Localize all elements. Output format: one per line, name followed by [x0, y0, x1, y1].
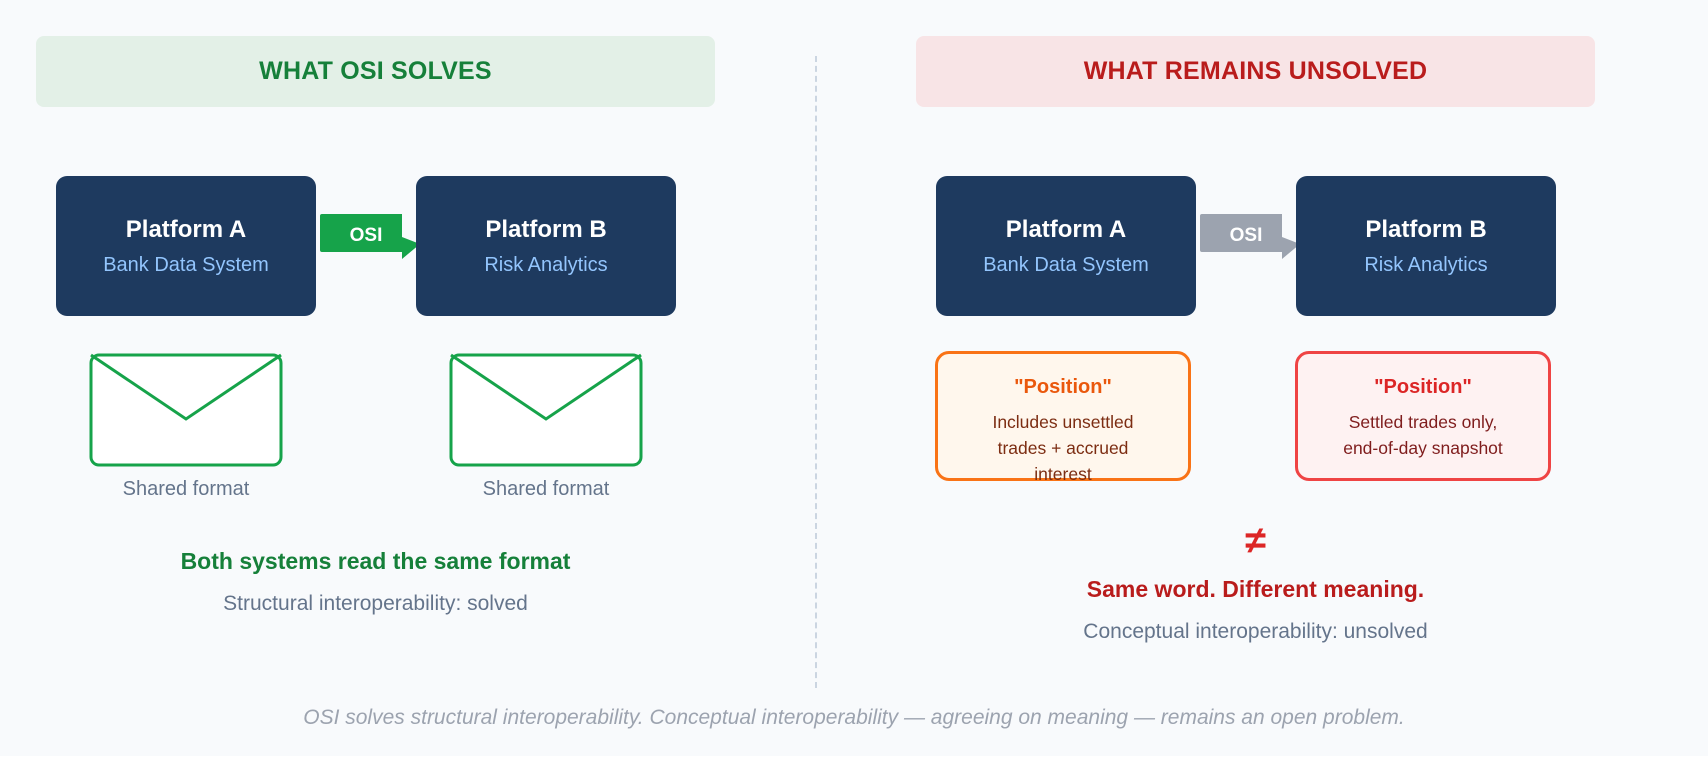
- left-platform-a-subtitle: Bank Data System: [103, 253, 269, 276]
- panel-divider: [815, 56, 817, 688]
- envelope-b-icon: [449, 353, 643, 467]
- solved-header: WHAT OSI SOLVES: [36, 36, 715, 107]
- footer-note: OSI solves structural interoperability. …: [303, 706, 1405, 729]
- right-platform-b-subtitle: Risk Analytics: [1364, 253, 1488, 276]
- right-platform-b-box: Platform B Risk Analytics: [1296, 176, 1556, 316]
- left-platform-a-box: Platform A Bank Data System: [56, 176, 316, 316]
- definition-a-box: "Position" Includes unsettled trades + a…: [935, 351, 1191, 484]
- right-platform-a-subtitle: Bank Data System: [983, 253, 1149, 276]
- definition-a-term: "Position": [1014, 376, 1112, 398]
- solved-status: Structural interoperability: solved: [223, 592, 528, 615]
- definition-a-description: Includes unsettled trades + accrued inte…: [992, 412, 1134, 484]
- right-osi-arrow-icon: OSI: [1200, 214, 1300, 259]
- right-platform-a-title: Platform A: [1005, 215, 1127, 243]
- unsolved-status: Conceptual interoperability: unsolved: [1083, 620, 1428, 643]
- right-osi-label: OSI: [1230, 225, 1263, 246]
- left-platform-b-title: Platform B: [485, 215, 607, 243]
- right-platform-b-title: Platform B: [1365, 215, 1487, 243]
- definition-b-term: "Position": [1374, 376, 1472, 398]
- left-platform-a-title: Platform A: [125, 215, 247, 243]
- envelope-a-icon: [89, 353, 283, 467]
- unsolved-header: WHAT REMAINS UNSOLVED: [916, 36, 1595, 107]
- envelope-b-caption: Shared format: [482, 478, 610, 500]
- definition-b-description: Settled trades only, end-of-day snapshot: [1343, 412, 1503, 458]
- left-platform-b-box: Platform B Risk Analytics: [416, 176, 676, 316]
- left-osi-label: OSI: [350, 225, 383, 246]
- definition-b-box: "Position" Settled trades only, end-of-d…: [1295, 351, 1551, 481]
- right-platform-a-box: Platform A Bank Data System: [936, 176, 1196, 316]
- left-osi-arrow-icon: OSI: [320, 214, 420, 259]
- unsolved-summary: Same word. Different meaning.: [1086, 576, 1425, 602]
- not-equal-icon: ≠: [1245, 520, 1266, 562]
- solved-summary: Both systems read the same format: [180, 548, 571, 574]
- envelope-a-caption: Shared format: [122, 478, 250, 500]
- left-platform-b-subtitle: Risk Analytics: [484, 253, 608, 276]
